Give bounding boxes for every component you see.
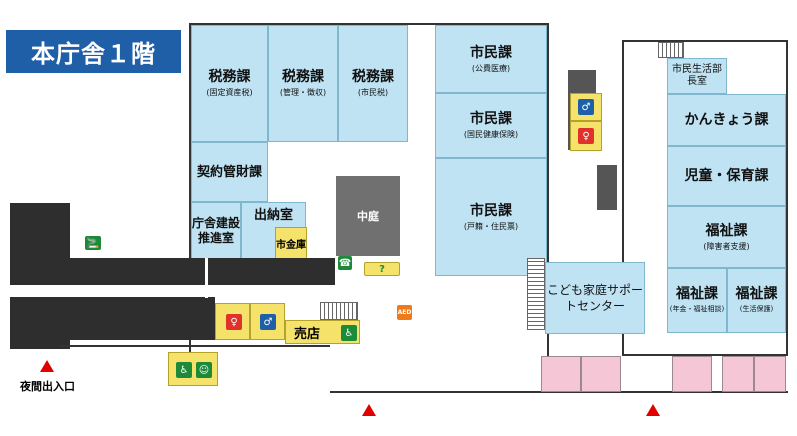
shop-label: 売店 xyxy=(294,326,321,342)
stairs-east xyxy=(527,258,545,330)
room-name: 市民課 xyxy=(470,44,512,61)
stairs-east-top xyxy=(658,42,684,58)
room-zeimu-kotei: 税務課 (固定資産税) xyxy=(191,25,268,142)
room-sub: (戸籍・住民票) xyxy=(463,221,519,231)
room-name: 市民生活部長室 xyxy=(672,64,722,87)
room-name: 児童・保育課 xyxy=(684,167,769,184)
column-east xyxy=(597,165,617,210)
room-name: 契約管財課 xyxy=(196,164,262,180)
room-sub: (年金・福祉相談) xyxy=(669,305,725,313)
aed-icon: AED xyxy=(397,305,412,320)
room-sub: (公費医療) xyxy=(471,63,511,73)
phone-icon: ☎ xyxy=(338,256,352,270)
man-icon: ♂ xyxy=(578,99,594,115)
south-wall-3 xyxy=(623,391,788,393)
woman-icon: ♀ xyxy=(226,314,242,330)
room-name: かんきょう課 xyxy=(684,111,769,128)
room-name: 市金庫 xyxy=(276,240,306,251)
room-name: 出納室 xyxy=(253,208,293,223)
room-sub: (障害者支援) xyxy=(703,241,750,251)
restroom-men-east xyxy=(570,93,602,121)
room-sub: (生活保護) xyxy=(739,305,774,313)
room-name: こども家庭サポートセンター xyxy=(547,283,644,313)
room-jido: 児童・保育課 xyxy=(667,146,786,206)
woman-icon: ♀ xyxy=(578,128,594,144)
room-buchou: 市民生活部長室 xyxy=(667,58,727,94)
room-name: 市民課 xyxy=(470,202,512,219)
booth-3 xyxy=(672,356,712,392)
west-divider xyxy=(205,258,208,298)
room-keiyaku: 契約管財課 xyxy=(191,142,268,202)
south-wall xyxy=(60,345,330,347)
main-building-outline xyxy=(189,23,549,377)
room-fukushi-seikatsu: 福祉課 (生活保護) xyxy=(727,268,786,333)
room-shimin-koseki: 市民課 (戸籍・住民票) xyxy=(435,158,547,276)
restroom-men xyxy=(250,303,285,340)
booth-2 xyxy=(581,356,621,392)
courtyard-label: 中庭 xyxy=(357,210,379,223)
wheelchair-icon: ♿ xyxy=(176,362,192,378)
room-zeimu-kanri: 税務課 (管理・徴収) xyxy=(268,25,338,142)
courtyard: 中庭 xyxy=(336,176,400,256)
south-wall-2 xyxy=(330,391,623,393)
room-fukushi-shogai: 福祉課 (障害者支援) xyxy=(667,206,786,268)
room-name: 福祉課 xyxy=(705,222,748,239)
room-sub: (管理・徴収) xyxy=(279,88,327,97)
family-icon: ☺ xyxy=(196,362,212,378)
night-entrance-label: 夜間出入口 xyxy=(20,380,75,393)
aed-label: AED xyxy=(397,309,412,316)
room-kankyo: かんきょう課 xyxy=(667,94,786,146)
room-sub: (固定資産税) xyxy=(206,88,253,97)
wheelchair-restroom-icon: ♿ xyxy=(341,325,357,341)
room-name: 庁舎建設推進室 xyxy=(192,216,241,245)
room-name: 福祉課 xyxy=(735,286,778,302)
room-name: 税務課 xyxy=(282,69,324,85)
room-kodomo: こども家庭サポートセンター xyxy=(545,262,645,334)
room-sub: (国民健康保険) xyxy=(463,130,519,139)
stairs-lobby xyxy=(320,302,358,320)
room-name: 福祉課 xyxy=(676,286,718,302)
room-name: 税務課 xyxy=(352,69,394,85)
man-icon: ♂ xyxy=(260,314,276,330)
booth-1 xyxy=(541,356,581,392)
main-entrance-arrow xyxy=(362,404,376,416)
room-shimin-kouhi: 市民課 (公費医療) xyxy=(435,25,547,93)
room-chosha-kensetsu: 庁舎建設推進室 xyxy=(191,202,241,260)
room-name: 税務課 xyxy=(208,69,251,85)
booth-4 xyxy=(722,356,754,392)
info-icon: ? xyxy=(364,262,400,276)
floor-title: 本庁舎１階 xyxy=(6,30,181,73)
west-upper-wall xyxy=(70,258,335,285)
booth-5 xyxy=(754,356,786,392)
west-wing xyxy=(10,203,70,349)
west-lower-wall xyxy=(70,297,215,340)
smoking-icon: 🚬 xyxy=(85,236,101,250)
east-entrance-arrow xyxy=(646,404,660,416)
room-zeimu-shiminzei: 税務課 (市民税) xyxy=(338,25,408,142)
room-shikinko: 市金庫 xyxy=(275,227,307,260)
east-building-outline xyxy=(622,40,788,356)
room-sub: (市民税) xyxy=(357,88,389,97)
west-corridor xyxy=(10,285,240,297)
room-shimin-kokuho: 市民課 (国民健康保険) xyxy=(435,93,547,158)
info-mark: ? xyxy=(379,263,385,275)
room-name: 市民課 xyxy=(470,111,512,127)
room-fukushi-nenkin: 福祉課 (年金・福祉相談) xyxy=(667,268,727,333)
night-entrance-arrow xyxy=(40,360,54,372)
